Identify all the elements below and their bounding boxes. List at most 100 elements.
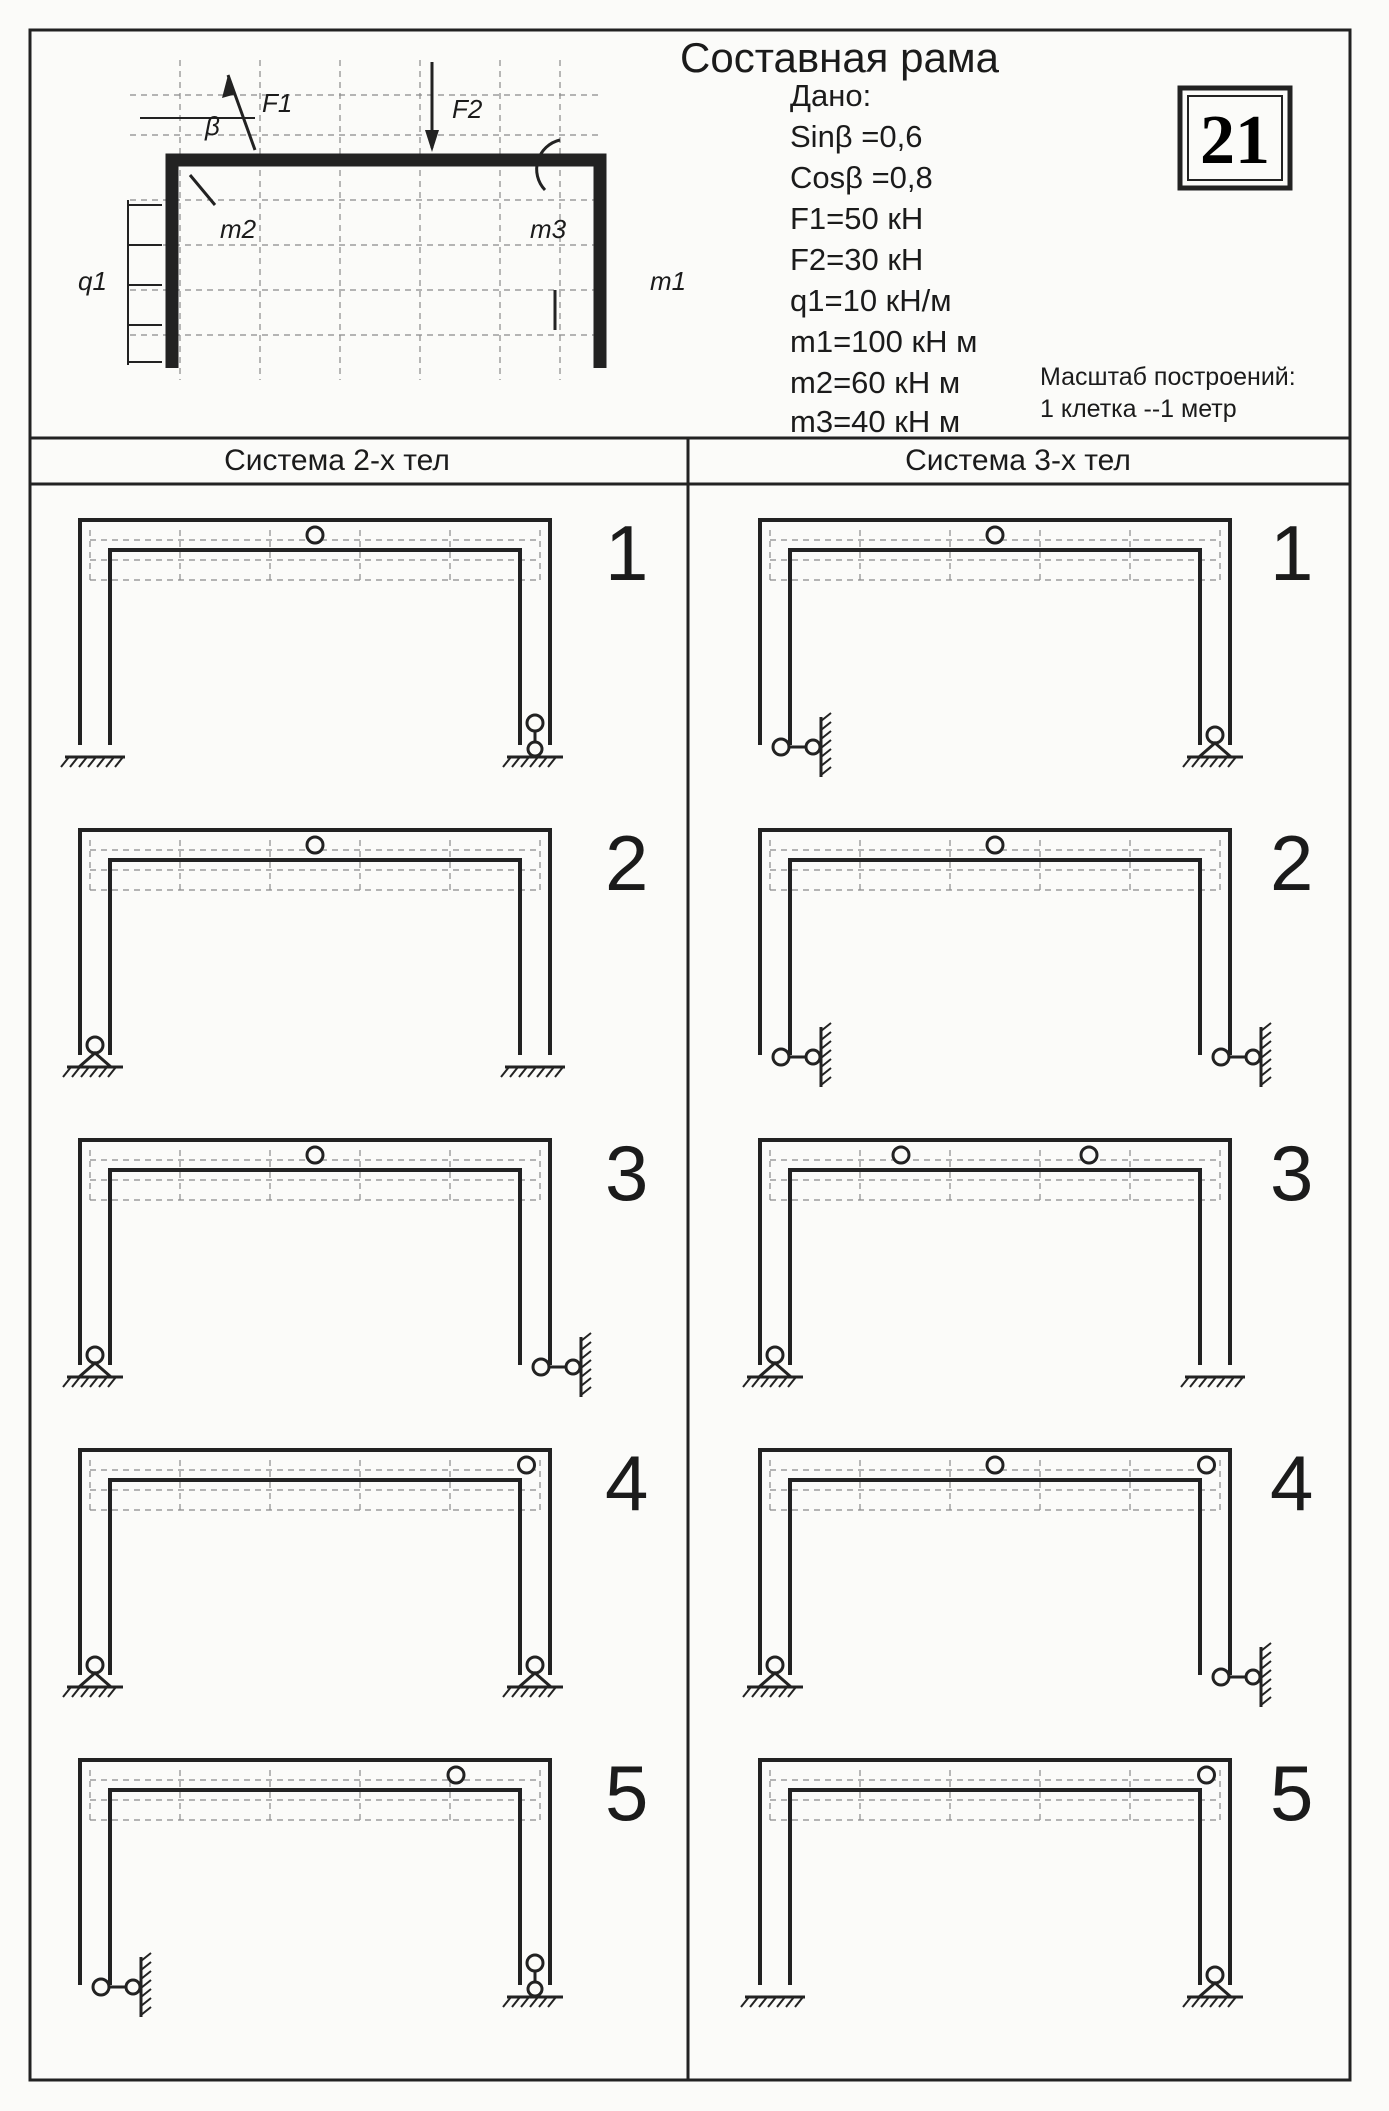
force-f2-head [425, 130, 439, 152]
hinge [305, 1145, 325, 1165]
page-title: Составная рама [680, 34, 1000, 81]
frame-outline [78, 1138, 552, 1365]
scheme-number: 1 [1270, 509, 1313, 597]
support-roller [502, 713, 563, 768]
given-item: Sinβ =0,6 [790, 119, 922, 154]
support-fixed [500, 1065, 565, 1078]
frame-scheme [62, 1448, 563, 1698]
frame-inner-outline [108, 858, 522, 1055]
frame-scheme [742, 1138, 1245, 1388]
force-f1-head [222, 75, 236, 98]
frame-inner-outline [788, 1168, 1202, 1365]
frame-scheme [758, 518, 1243, 777]
frame-inner-outline [108, 548, 522, 745]
hinge [891, 1145, 911, 1165]
hinge [1197, 1765, 1216, 1785]
scheme-number: 2 [1270, 819, 1313, 907]
schemes-two-bodies: 1 2 3 4 5 [60, 509, 648, 2017]
frame-outline [78, 828, 552, 1055]
hinge [985, 1455, 1005, 1475]
outer-frame [28, 28, 1352, 2082]
frame-inner-outline [788, 548, 1202, 745]
support-pin [1182, 1965, 1243, 2008]
frame-outline [758, 1758, 1232, 1985]
scheme-number: 5 [1270, 1749, 1313, 1837]
scale-line-2: 1 клетка --1 метр [1040, 395, 1237, 423]
frame-inner-outline [108, 1168, 522, 1365]
frame-beam [165, 153, 530, 368]
support-pin [1182, 725, 1243, 768]
support-pin [502, 1655, 563, 1698]
distributed-load-arrows [127, 200, 162, 365]
variant-number: 21 [1200, 102, 1270, 179]
scheme-number: 1 [605, 509, 648, 597]
scheme-number: 4 [605, 1439, 648, 1527]
frame-scheme [740, 1758, 1243, 2008]
frame-scheme [60, 518, 563, 768]
hinge [1079, 1145, 1099, 1165]
frame-outline [78, 518, 552, 745]
frame-inner-outline [108, 1788, 522, 1985]
frame-scheme [742, 1448, 1272, 1707]
scheme-number: 5 [605, 1749, 648, 1837]
support-pin [62, 1035, 123, 1078]
scheme-number: 4 [1270, 1439, 1313, 1527]
scheme-grid [769, 1150, 1221, 1201]
hinge [1197, 1455, 1216, 1475]
support-roller-wall [91, 1952, 152, 2017]
given-item: m2=60 кН м [790, 365, 960, 400]
scheme-grid [89, 1770, 541, 1821]
given-item: F1=50 кН [790, 201, 923, 236]
scheme-number: 2 [605, 819, 648, 907]
hinge [517, 1455, 536, 1475]
scheme-grid [769, 1770, 1221, 1821]
support-fixed [60, 755, 125, 768]
frame-outline [758, 828, 1232, 1055]
moment-m2-arrow [188, 174, 217, 206]
loading-diagram: q1 β F1 F2 m2 m3 m1 [78, 60, 686, 380]
support-roller-wall [771, 712, 832, 777]
support-pin [62, 1345, 123, 1388]
given-item: F2=30 кН [790, 242, 923, 277]
column-title-two-bodies: Система 2-х тел [224, 444, 450, 477]
hinge [305, 835, 325, 855]
scheme-number: 3 [1270, 1129, 1313, 1217]
variant-badge: 21 [1177, 85, 1293, 191]
scheme-number: 3 [605, 1129, 648, 1217]
hinge [985, 525, 1005, 545]
frame-outline [758, 1448, 1232, 1675]
frame-inner-outline [788, 1788, 1202, 1985]
label-m1: m1 [650, 266, 686, 296]
support-pin [742, 1655, 803, 1698]
scale-line-1: Масштаб построений: [1040, 363, 1296, 391]
support-pin [742, 1345, 803, 1388]
frame-outline [78, 1758, 552, 1985]
given-item: Cosβ =0,8 [790, 160, 933, 195]
support-fixed [740, 1995, 805, 2008]
frame-inner-outline [108, 1478, 522, 1675]
label-beta: β [204, 111, 220, 141]
loading-grid [130, 60, 600, 380]
frame-scheme [62, 1138, 592, 1397]
column-title-three-bodies: Система 3-х тел [905, 444, 1131, 477]
frame-right-part [530, 153, 607, 368]
frame-outline [758, 518, 1232, 745]
given-label: Дано: [790, 78, 871, 113]
moment-m3-arrow [535, 138, 561, 192]
frame-scheme [62, 828, 565, 1078]
frame-outline [758, 1138, 1232, 1365]
schemes-three-bodies: 1 2 3 4 5 [740, 509, 1313, 2008]
label-m2: m2 [220, 214, 257, 244]
label-f1: F1 [262, 88, 292, 118]
label-m3: m3 [530, 214, 567, 244]
frame-inner-outline [788, 1478, 1202, 1675]
label-q1: q1 [78, 266, 107, 296]
given-item: q1=10 кН/м [790, 283, 952, 318]
label-f2: F2 [452, 94, 483, 124]
hinge [446, 1765, 466, 1785]
hinge [985, 835, 1005, 855]
scheme-grid [89, 1460, 541, 1511]
given-list: Sinβ =0,6 Cosβ =0,8 F1=50 кН F2=30 кН q1… [790, 119, 977, 439]
frame-scheme [758, 828, 1272, 1087]
